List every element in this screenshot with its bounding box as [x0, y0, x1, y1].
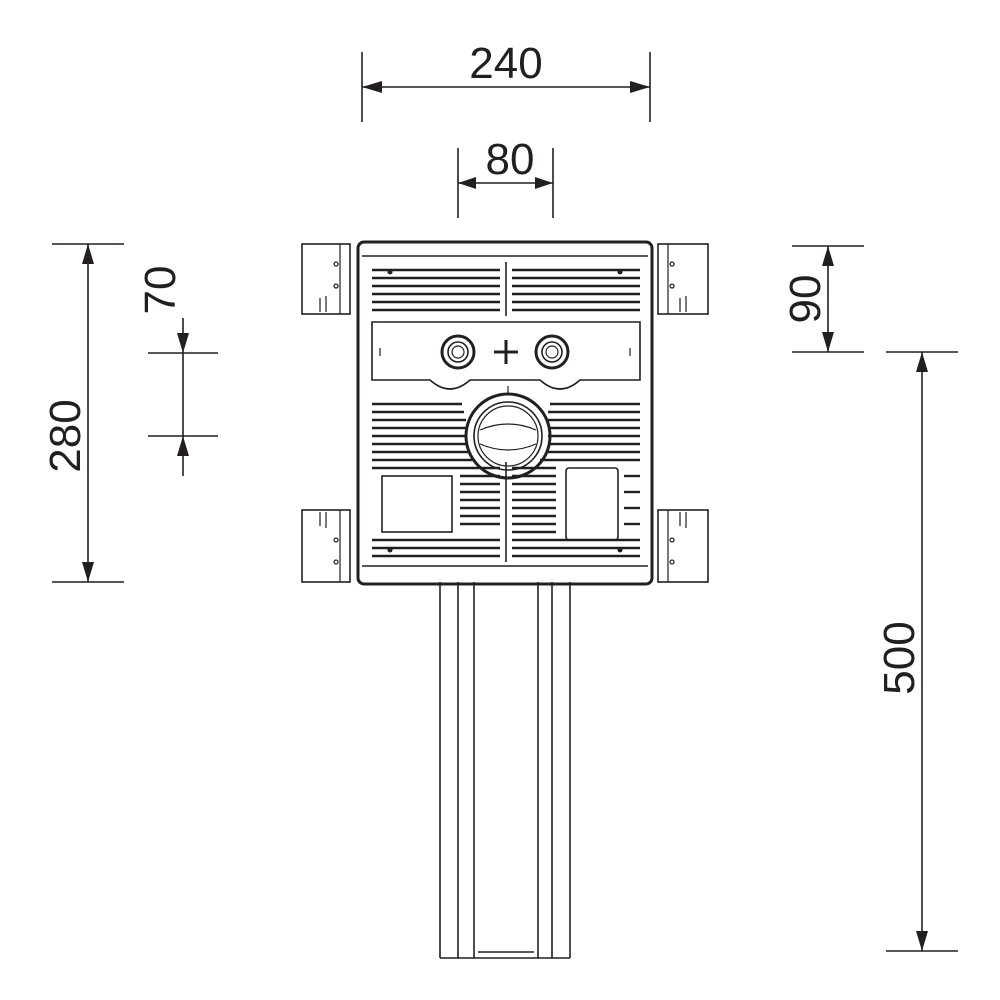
drain-outlet: [464, 386, 552, 480]
knockout-panel-left: [381, 475, 453, 533]
knockout-panel-right: [565, 467, 619, 541]
dimension-500: 500: [875, 351, 958, 952]
bracket-top-right: [657, 243, 709, 315]
bracket-top-left: [301, 243, 351, 315]
screw-holes: [387, 269, 623, 553]
dimension-70: 70: [136, 266, 218, 476]
drain-pipe: [439, 582, 571, 959]
dimension-90: 90: [781, 245, 864, 353]
dimension-280: 280: [41, 243, 124, 583]
vent-slats-bottom-right: [512, 402, 640, 558]
dimension-70-label: 70: [136, 266, 185, 315]
vent-slats-top-right: [512, 268, 640, 312]
center-cross-icon: [494, 340, 518, 364]
dimension-240-label: 240: [469, 39, 542, 88]
dimension-280-label: 280: [41, 399, 90, 472]
vent-slats-bottom-left: [372, 402, 500, 558]
dimension-90-label: 90: [781, 275, 830, 324]
fitting-left-icon: [440, 334, 476, 370]
fitting-right-icon: [534, 334, 570, 370]
bracket-bottom-right: [657, 509, 709, 583]
dimension-80: 80: [457, 135, 554, 218]
vent-slats-top-left: [372, 268, 500, 312]
connection-plate: [371, 321, 641, 390]
bracket-bottom-left: [301, 509, 351, 583]
dimension-240: 240: [361, 39, 651, 122]
dimension-500-label: 500: [875, 621, 924, 694]
dimension-80-label: 80: [486, 135, 535, 184]
installation-box: [356, 240, 654, 586]
